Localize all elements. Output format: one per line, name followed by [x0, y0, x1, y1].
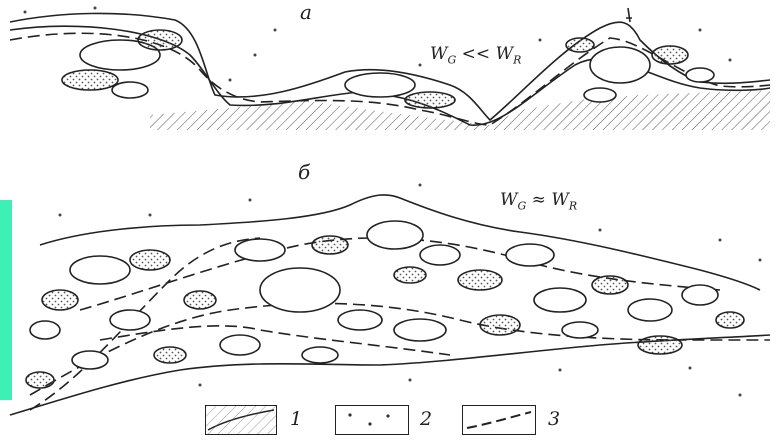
formula-a-w2: W [496, 44, 513, 64]
legend-num-3: 3 [548, 408, 560, 430]
panel-b [10, 195, 770, 415]
panel-a-formula: WG << WR [430, 44, 521, 66]
panel-a-letter: а [300, 0, 312, 24]
legend-swatch-dots [335, 405, 409, 435]
panel-a [10, 8, 770, 130]
formula-b-op: ≈ [526, 190, 551, 210]
legend-num-1: 1 [290, 408, 302, 430]
bedrock-hatch [150, 90, 770, 130]
formula-a-s1: G [447, 53, 456, 66]
panel-b-formula: WG ≈ WR [500, 190, 577, 212]
formula-b-s2: R [569, 199, 577, 212]
formula-b-w2: W [551, 190, 568, 210]
panel-b-letter: б [298, 160, 310, 184]
formula-b-w1: W [500, 190, 517, 210]
formula-a-op: << [456, 44, 495, 64]
legend-swatch-dash [462, 405, 536, 435]
formula-a-s2: R [513, 53, 521, 66]
legend-swatch-hatch [205, 405, 277, 435]
legend-num-2: 2 [420, 408, 432, 430]
formula-b-s1: G [517, 199, 526, 212]
formula-a-w1: W [430, 44, 447, 64]
